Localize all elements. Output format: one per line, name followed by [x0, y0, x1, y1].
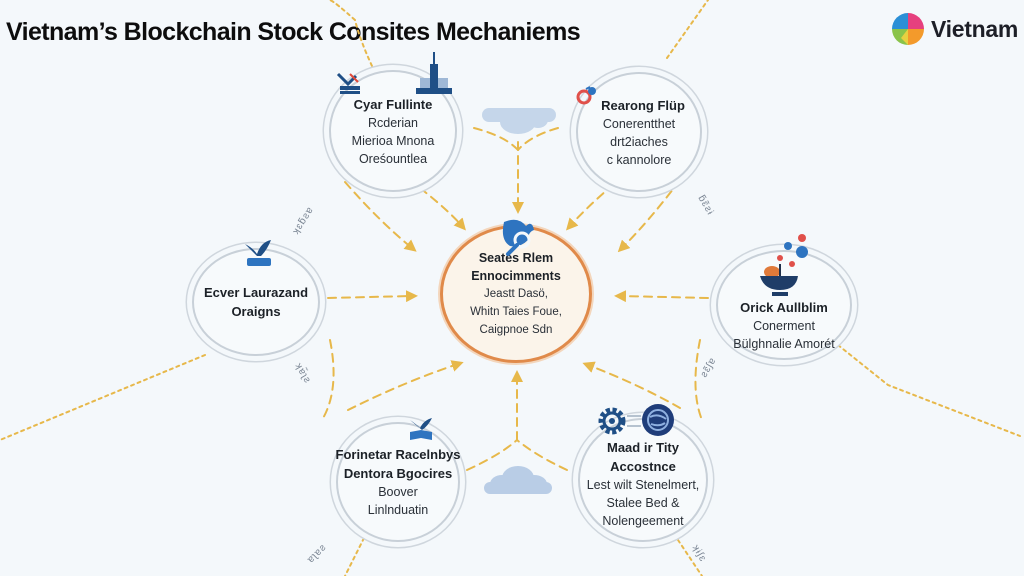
- node-title-line: Maad ir Tity: [606, 440, 679, 455]
- connector-bottomleft-to-center: [347, 360, 464, 411]
- node-right[interactable]: Orick Aullblim Conerment Bülghnalie Amor…: [716, 250, 852, 360]
- node-bottom-right[interactable]: Maad ir Tity Accostnce Lest wilt Stenelm…: [578, 418, 708, 542]
- connector-topright-to-center-2: [617, 179, 681, 253]
- ship-icon: [336, 72, 360, 94]
- cloud-icon-top: [482, 108, 556, 134]
- connector-bottom-cloud-right: [516, 439, 568, 471]
- center-title-line: Seates Rlem: [478, 251, 554, 265]
- node-title-line: Oraigns: [231, 304, 281, 319]
- node-desc-line: Linlnduatin: [367, 503, 429, 517]
- eagle-icon: [245, 240, 271, 266]
- node-title-line: Accostnce: [610, 459, 676, 474]
- node-title-line: Ecver Laurazand: [203, 285, 309, 300]
- brand-name: Vietnam: [931, 15, 1018, 42]
- connector-left-to-center: [327, 290, 418, 303]
- link-icon: [627, 415, 641, 427]
- connector-top-cloud-right: [517, 127, 559, 151]
- connector-bottom-cloud-left: [466, 439, 518, 471]
- connector-outer-bottom-right: [677, 539, 703, 576]
- gear-icon: [598, 407, 626, 435]
- connector-topleft-to-center: [344, 181, 417, 252]
- node-bottom-left[interactable]: Forinetar Racelnbys Dentora Bgocires Boo…: [335, 422, 461, 542]
- node-title-line: Forinetar Racelnbys: [335, 447, 461, 462]
- node-desc-line: Conerment: [753, 318, 815, 333]
- center-desc-line: Jeastt Dasö,: [484, 288, 548, 300]
- connector-outer-bottom-left: [344, 537, 365, 576]
- people-icon: [576, 86, 596, 105]
- node-desc-line: Mierioa Mnona: [351, 133, 435, 148]
- bowl-network-icon: [760, 234, 808, 296]
- node-desc-line: c kannolore: [606, 152, 672, 167]
- node-desc-line: drt2iaches: [610, 134, 668, 149]
- brand: Vietnam: [891, 12, 1018, 46]
- connector-left-curve: [321, 339, 335, 421]
- node-title-line: Rearong Flüp: [601, 97, 685, 113]
- node-top-right[interactable]: Rearong Flüp Conerentthet drt2iaches c k…: [576, 72, 702, 192]
- connector-outer-left: [0, 354, 206, 441]
- blue-bird-magnifier-icon: [502, 219, 534, 256]
- brand-logo-icon: [892, 13, 925, 45]
- node-title-line: Orick Aullblim: [740, 299, 828, 315]
- page-title: Vietnam’s Blockchain Stock Consites Mech…: [6, 18, 581, 46]
- center-title-line: Ennocimments: [471, 269, 561, 283]
- connector-outer-top-right: [666, 0, 709, 59]
- node-desc-line: Boover: [378, 485, 418, 499]
- connector-bottomright-to-center: [582, 361, 681, 409]
- bird-book-icon: [410, 418, 432, 440]
- node-desc-line: Stalee Bed &: [606, 496, 680, 510]
- node-desc-line: Rcderian: [367, 115, 419, 130]
- connector-topright-to-center: [565, 183, 615, 231]
- node-desc-line: Oreśountlea: [358, 151, 428, 166]
- globe-icon: [642, 404, 674, 436]
- center-desc-line: Whitn Taies Foue,: [470, 306, 562, 318]
- node-title-line: Dentora Bgocires: [343, 466, 453, 481]
- connector-right-to-center: [614, 290, 709, 303]
- connector-outer-right: [837, 344, 1021, 437]
- node-desc-line: Nolengeement: [602, 514, 684, 528]
- connector-right-curve: [694, 339, 703, 421]
- node-desc-line: Conerentthet: [602, 116, 676, 131]
- tower-icon: [416, 52, 452, 94]
- node-title-line: Cyar Fullinte: [353, 96, 433, 112]
- connector-outer-top: [329, 0, 373, 67]
- center-desc-line: Caigpnoe Sdn: [479, 324, 553, 336]
- connector-top-cloud-left: [473, 127, 519, 151]
- cloud-icon-bottom: [484, 466, 552, 494]
- center-node[interactable]: Seates Rlem Ennocimments Jeastt Dasö, Wh…: [440, 225, 592, 363]
- connector-topleft-to-center-2: [419, 187, 466, 231]
- node-top-left[interactable]: Cyar Fullinte Rcderian Mierioa Mnona Ore…: [329, 70, 457, 192]
- node-desc-line: Lest wilt Stenelmert,: [586, 478, 700, 492]
- node-desc-line: Bülghnalie Amorét: [733, 336, 835, 351]
